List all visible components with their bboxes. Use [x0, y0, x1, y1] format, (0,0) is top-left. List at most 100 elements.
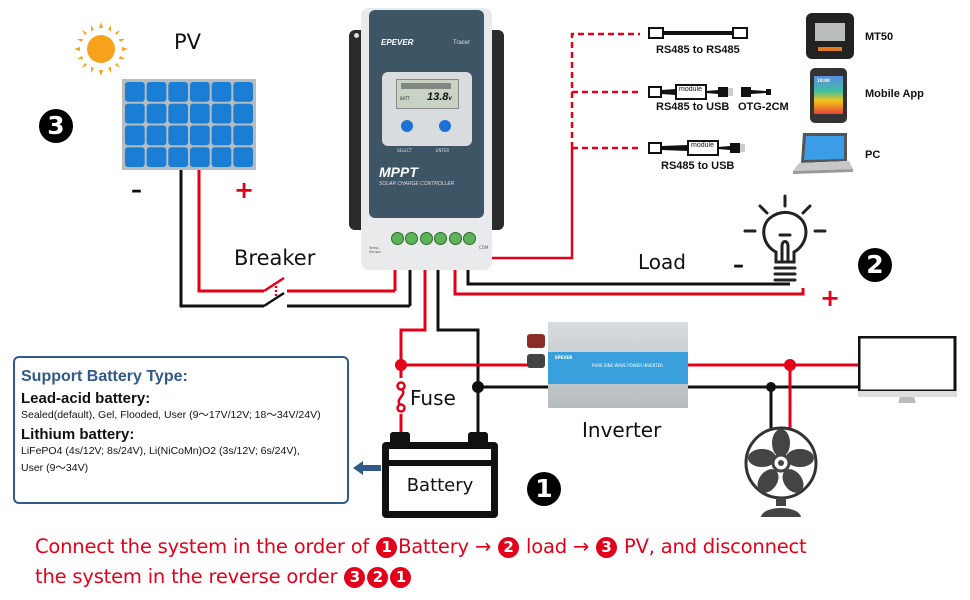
- solar-cell: [125, 147, 145, 167]
- junction-negative: [472, 381, 484, 393]
- device-label-mobile: Mobile App: [865, 88, 924, 100]
- load-label: Load: [638, 250, 686, 274]
- solar-cell: [125, 82, 145, 102]
- charge-controller: EPEVER Tracer BATT 13.8v SELECT ENTER MP…: [349, 8, 504, 270]
- instruction-text: load →: [520, 535, 596, 558]
- lead-acid-heading: Lead-acid battery:: [21, 390, 151, 407]
- terminal-pv-positive: [391, 232, 404, 245]
- comm-cable-label-3: RS485 to USB: [661, 160, 735, 172]
- load-plus-sign: +: [820, 284, 841, 312]
- brand-logo: EPEVER: [381, 38, 414, 47]
- select-button-label: SELECT: [397, 148, 413, 153]
- terminal-battery-negative: [434, 232, 447, 245]
- otg-label: OTG-2CM: [738, 101, 789, 113]
- inverter-panel-text: PURE SINE WAVE POWER INVERTER: [592, 363, 663, 368]
- light-bulb-icon: [743, 194, 827, 282]
- instruction-text: Connect the system in the order of: [35, 535, 376, 558]
- terminal-block: [391, 232, 481, 246]
- solar-cell: [233, 82, 253, 102]
- solar-cell: [190, 103, 210, 124]
- solar-cell: [211, 125, 232, 146]
- lcd-voltage-unit: v: [448, 96, 452, 102]
- fuse-icon: [396, 378, 406, 414]
- lcd-batt-label: BATT: [400, 96, 410, 101]
- ac-wires: [686, 363, 862, 428]
- laptop-icon: [793, 133, 853, 174]
- pv-wires: [179, 170, 412, 308]
- solar-cell: [125, 103, 145, 124]
- fuse-label: Fuse: [410, 386, 456, 410]
- step-3-inline-badge: 3: [596, 537, 618, 558]
- solar-cell: [190, 125, 210, 146]
- battery-type-info-box: Support Battery Type: Lead-acid battery:…: [13, 356, 349, 504]
- sun-icon: [74, 22, 128, 76]
- solar-cell: [233, 125, 253, 146]
- mobile-time: 10:00: [817, 78, 830, 83]
- enter-button[interactable]: [439, 120, 451, 132]
- controller-face: EPEVER Tracer BATT 13.8v SELECT ENTER MP…: [369, 10, 484, 218]
- module-label-2: module: [691, 142, 714, 149]
- pv-minus-sign: –: [131, 178, 142, 203]
- lithium-heading: Lithium battery:: [21, 426, 135, 443]
- step-1-inline-badge: 1: [376, 537, 398, 558]
- solar-cell: [211, 103, 232, 124]
- junction-ac-negative: [766, 382, 776, 392]
- load-minus-sign: –: [733, 253, 744, 278]
- rs485-usb-cable-icon: [648, 140, 745, 156]
- solar-cell: [168, 147, 188, 167]
- enter-button-label: ENTER: [436, 148, 450, 153]
- lcd-status-icons: [401, 83, 451, 89]
- lcd-voltage-value: 13.8: [427, 91, 449, 103]
- solar-cell: [233, 147, 253, 167]
- junction-ac-positive: [784, 359, 796, 371]
- lithium-text-2: User (9～34V): [21, 462, 89, 474]
- breaker-switch: [263, 276, 285, 308]
- solar-cell: [146, 147, 167, 167]
- reverse-step-2-badge: 2: [367, 567, 389, 588]
- solar-cell: [146, 103, 167, 124]
- solar-cell: [125, 125, 145, 146]
- rs485-usb-otg-cable-icon: [648, 84, 771, 100]
- inverter-brand: EPEVER: [555, 355, 573, 360]
- lcd-screen: BATT 13.8v: [396, 79, 459, 109]
- lcd-voltage: 13.8v: [427, 91, 452, 103]
- solar-cell: [233, 103, 253, 124]
- controller-subtitle: SOLAR CHARGE CONTROLLER: [379, 181, 455, 187]
- step-2-badge: 2: [858, 248, 892, 282]
- device-label-mt50: MT50: [865, 31, 894, 43]
- battery-icon: Battery: [382, 432, 498, 518]
- solar-panel-icon: [122, 79, 256, 170]
- select-button[interactable]: [401, 120, 413, 132]
- solar-cell: [190, 147, 210, 167]
- arrow-left-icon: [353, 461, 381, 475]
- battery-label: Battery: [406, 475, 474, 496]
- fan-icon: [744, 426, 818, 517]
- module-label-1: module: [679, 86, 702, 93]
- mobile-phone-icon: 10:00: [810, 68, 847, 123]
- inverter-icon: EPEVER PURE SINE WAVE POWER INVERTER: [522, 322, 688, 408]
- solar-cell: [168, 103, 188, 124]
- instruction-text: the system in the reverse order: [35, 565, 344, 588]
- pv-plus-sign: +: [234, 176, 255, 204]
- com-port-label: COM: [479, 245, 489, 250]
- instruction-text: PV, and disconnect: [618, 535, 807, 558]
- inverter-label: Inverter: [582, 418, 662, 442]
- step-3-badge: 3: [39, 109, 73, 143]
- rs485-cable-icon: [648, 27, 748, 39]
- junction-positive: [395, 359, 407, 371]
- terminal-load-negative: [463, 232, 476, 245]
- model-label: Tracer: [453, 40, 471, 46]
- display-panel: BATT 13.8v: [382, 72, 472, 146]
- reverse-step-3-badge: 3: [344, 567, 366, 588]
- mppt-title: MPPT: [379, 164, 418, 180]
- reverse-step-1-badge: 1: [390, 567, 412, 588]
- solar-cell: [146, 125, 167, 146]
- lead-acid-text: Sealed(default), Gel, Flooded, User (9～1…: [21, 409, 321, 421]
- terminal-load-positive: [449, 232, 462, 245]
- instruction-text: Battery →: [398, 535, 498, 558]
- solar-cell: [168, 82, 188, 102]
